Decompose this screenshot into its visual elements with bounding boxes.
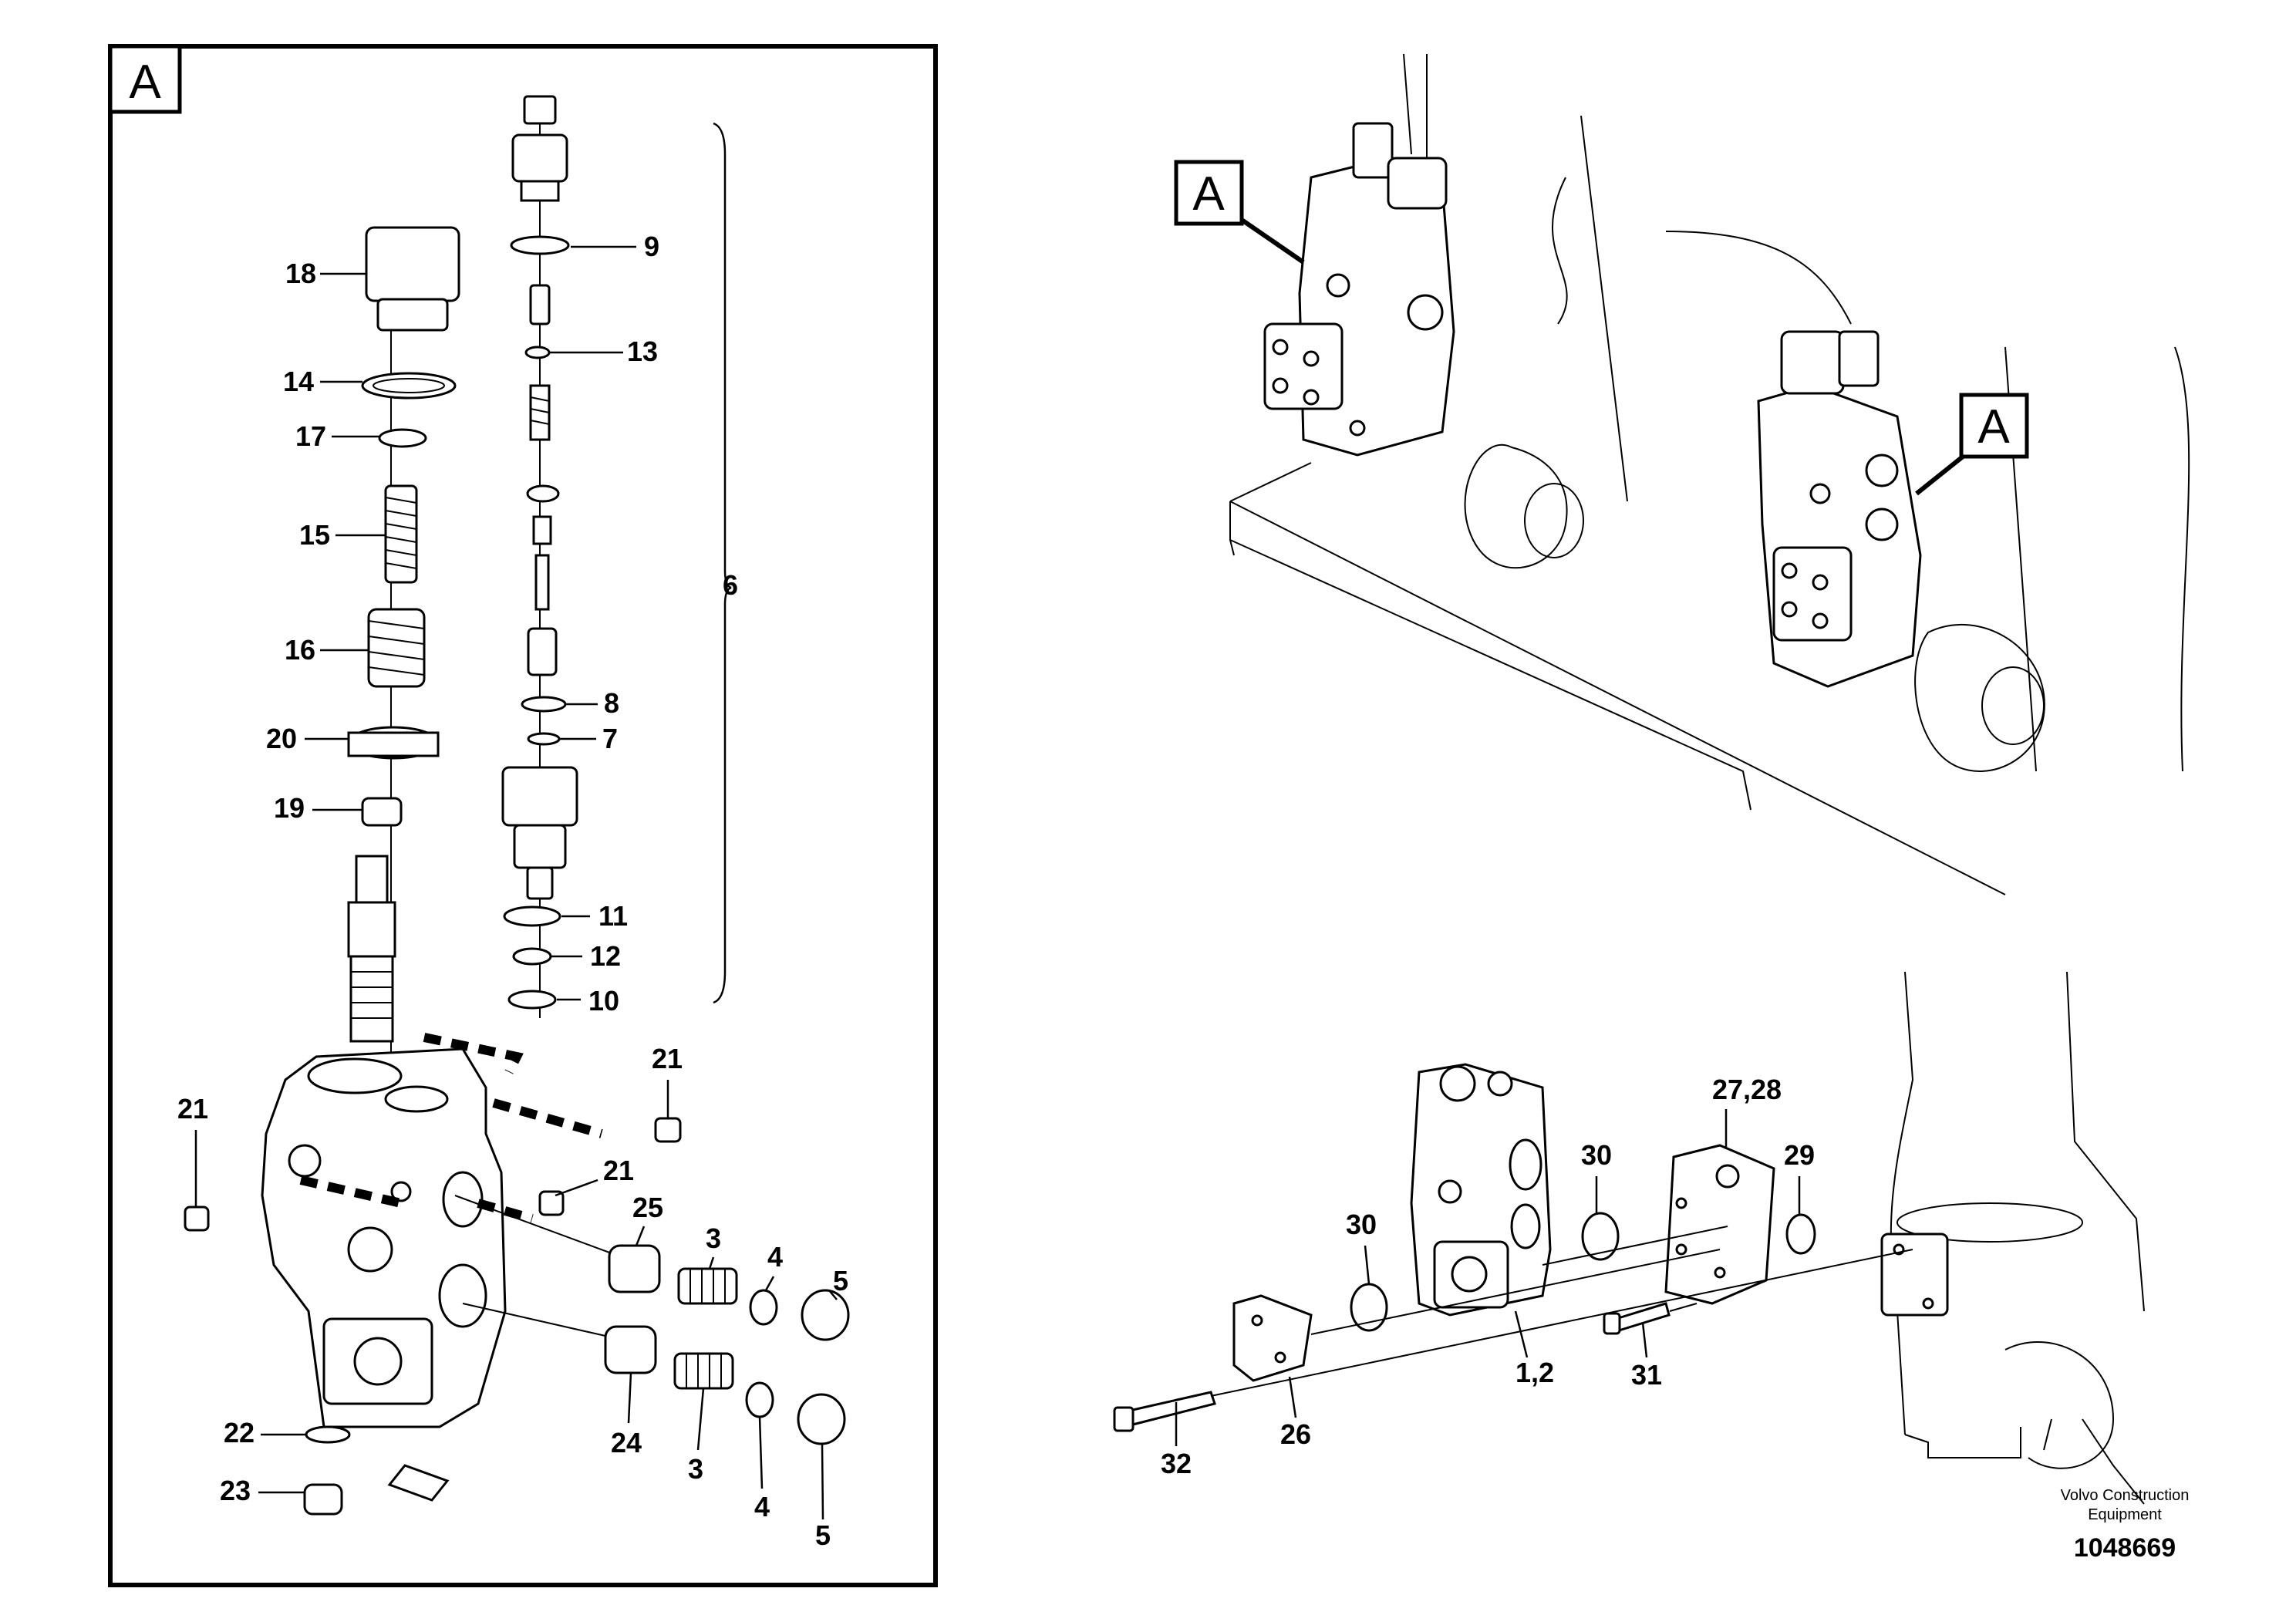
label-30-right: 30 — [1581, 1139, 1612, 1171]
label-25: 25 — [632, 1192, 663, 1223]
label-23: 23 — [220, 1475, 251, 1506]
side-fittings — [184, 1117, 850, 1516]
label-18: 18 — [285, 258, 316, 289]
label-29: 29 — [1784, 1139, 1815, 1171]
valve-body — [261, 1033, 603, 1428]
detail-labels: 18 14 17 15 16 20 19 9 13 6 8 7 11 12 10… — [177, 231, 848, 1551]
exploded-view: 27,28 30 29 30 1,2 31 26 32 — [1113, 971, 2145, 1505]
label-3-top: 3 — [706, 1222, 721, 1254]
label-14: 14 — [283, 366, 314, 397]
label-13: 13 — [627, 336, 658, 367]
label-10: 10 — [588, 985, 619, 1017]
label-32: 32 — [1161, 1448, 1192, 1479]
label-4-bottom: 4 — [754, 1491, 770, 1523]
valve-lower — [1757, 330, 1922, 688]
label-21-right: 21 — [603, 1155, 634, 1186]
label-8: 8 — [604, 687, 619, 719]
label-11: 11 — [598, 900, 628, 932]
label-31: 31 — [1631, 1359, 1662, 1391]
label-26: 26 — [1280, 1418, 1311, 1450]
callout-a-lower-label: A — [1977, 400, 2010, 454]
callout-a-upper: A — [1174, 160, 1305, 265]
callout-a-upper-label: A — [1192, 167, 1225, 221]
label-17: 17 — [295, 420, 326, 452]
callout-a-lower: A — [1915, 393, 2029, 496]
label-30-left: 30 — [1346, 1209, 1377, 1240]
company-name-line1: Volvo Construction — [2061, 1487, 2190, 1504]
label-3-bottom: 3 — [688, 1453, 703, 1485]
label-1-2: 1,2 — [1515, 1357, 1554, 1388]
label-5-top: 5 — [833, 1265, 848, 1297]
label-5-bottom: 5 — [815, 1519, 831, 1551]
spring-15 — [384, 484, 418, 584]
label-27-28: 27,28 — [1712, 1074, 1782, 1105]
relief-valve-stack — [501, 95, 732, 1018]
label-7: 7 — [602, 723, 618, 754]
label-22: 22 — [224, 1417, 255, 1448]
label-20: 20 — [266, 723, 297, 754]
label-19: 19 — [274, 792, 305, 824]
label-9: 9 — [644, 231, 659, 262]
label-4-top: 4 — [767, 1241, 783, 1273]
valve-upper — [1263, 122, 1455, 457]
label-6: 6 — [723, 569, 738, 601]
footer: Volvo Construction Equipment 1048669 — [2061, 1487, 2190, 1563]
detail-frame-label: A — [129, 56, 161, 109]
spring-16 — [367, 608, 426, 688]
drawing-number: 1048669 — [2074, 1533, 2176, 1563]
spool-stack-left — [347, 226, 460, 1064]
assembly-view: A A — [1174, 53, 2190, 895]
label-21-top: 21 — [652, 1043, 683, 1074]
label-12: 12 — [590, 940, 621, 972]
label-24: 24 — [611, 1427, 642, 1458]
label-15: 15 — [299, 519, 330, 551]
label-21-left: 21 — [177, 1093, 208, 1125]
label-16: 16 — [285, 634, 315, 666]
detail-frame: A — [108, 44, 938, 1587]
company-name-line2: Equipment — [2088, 1506, 2162, 1523]
